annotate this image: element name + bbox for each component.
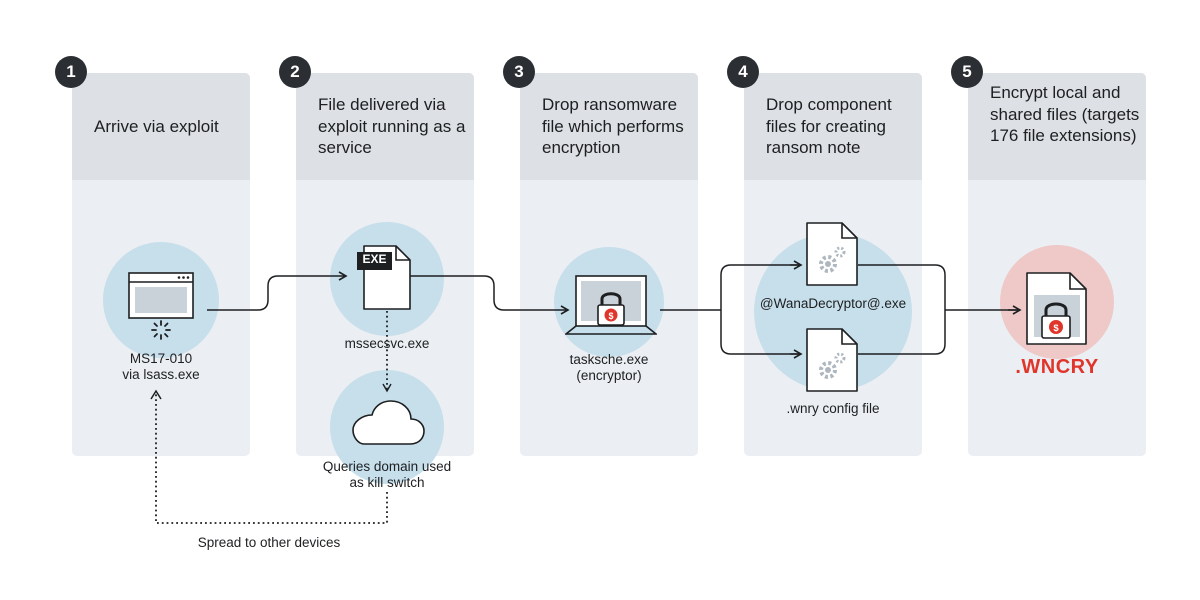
step-number-5: 5 xyxy=(951,56,983,88)
component-circle xyxy=(754,233,912,391)
step-number-1: 1 xyxy=(55,56,87,88)
exe-badge-text: EXE xyxy=(362,252,387,266)
service-file-label: mssecsvc.exe xyxy=(344,336,430,351)
wncry-extension-label: .WNCRY xyxy=(1015,356,1099,378)
config-file-label: .wnry config file xyxy=(786,401,880,416)
encryptor-label-line1: tasksche.exe xyxy=(569,352,649,367)
step-title-2: File delivered via exploit running as a … xyxy=(318,95,466,157)
arrowhead-spread xyxy=(150,389,162,400)
step-title-4: Drop component files for creating ransom… xyxy=(766,95,892,157)
decryptor-label: @WanaDecryptor@.exe xyxy=(759,296,907,311)
arrowhead-kill-switch xyxy=(382,383,392,393)
step-number-4: 4 xyxy=(727,56,759,88)
laptop-lock-icon: $ xyxy=(565,275,657,335)
spread-label: Spread to other devices xyxy=(197,535,341,550)
svg-text:$: $ xyxy=(608,311,613,321)
step-number-2: 2 xyxy=(279,56,311,88)
step-title-5: Encrypt local and shared files (targets … xyxy=(990,83,1140,145)
step-header-1 xyxy=(72,73,250,180)
step-header-4 xyxy=(744,73,922,180)
encryptor-label-line2: (encryptor) xyxy=(576,368,642,383)
step-header-5 xyxy=(968,73,1146,180)
kill-switch-label-line1: Queries domain used xyxy=(322,459,452,474)
browser-window-icon xyxy=(128,272,194,340)
gear-file-icon xyxy=(806,328,858,392)
spread-loop-connector xyxy=(155,392,388,524)
step-panel-1: Arrive via exploit xyxy=(72,73,250,456)
svg-text:$: $ xyxy=(1053,323,1059,334)
step-panel-2: File delivered via exploit running as a … xyxy=(296,73,474,456)
arrow-encryptor-split xyxy=(660,264,800,355)
kill-switch-label: Queries domain used as kill switch xyxy=(297,459,477,491)
file-lock-icon: $ xyxy=(1026,272,1087,345)
kill-switch-label-line2: as kill switch xyxy=(349,475,425,490)
arrow-exploit-to-service xyxy=(207,271,348,311)
exploit-label-line1: MS17-010 xyxy=(129,351,193,366)
step-header-2 xyxy=(296,73,474,180)
encryptor-label: tasksche.exe (encryptor) xyxy=(549,352,669,384)
gear-file-icon xyxy=(806,222,858,286)
step-number-3: 3 xyxy=(503,56,535,88)
exploit-label-line2: via lsass.exe xyxy=(122,367,200,382)
step-title-1: Arrive via exploit xyxy=(94,117,219,136)
step-header-3 xyxy=(520,73,698,180)
step-title-3: Drop ransomware file which performs encr… xyxy=(542,95,684,157)
arrow-service-to-encryptor xyxy=(409,275,570,315)
exe-file-icon xyxy=(357,245,411,310)
arrow-components-merge xyxy=(858,264,1018,355)
exploit-label: MS17-010 via lsass.exe xyxy=(101,351,221,383)
cloud-icon xyxy=(352,400,425,445)
